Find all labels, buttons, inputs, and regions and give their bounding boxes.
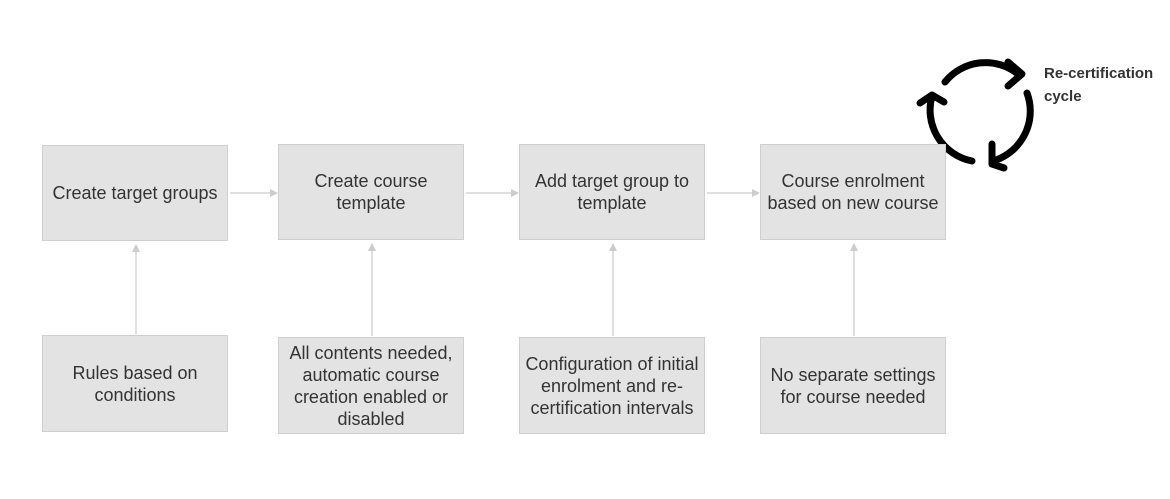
step-course-enrolment: Course enrolment based on new course [760,144,946,240]
step-label: Add target group to template [534,171,690,213]
detail-label: Rules based on conditions [72,362,198,405]
detail-all-contents-needed: All contents needed, automatic course cr… [278,337,464,434]
step-label: Create course template [314,171,428,213]
detail-label: Configuration of initial enrolment and r… [525,353,699,418]
refresh-cycle-icon [916,58,1034,172]
step-label: Course enrolment based on new course [767,171,939,213]
step-label: Create target groups [52,183,218,203]
detail-label: All contents needed, automatic course cr… [289,342,453,429]
recertification-cycle-label: Re-certification cycle [1044,65,1154,105]
detail-no-separate-settings: No separate settings for course needed [760,337,946,434]
step-create-course-template: Create course template [278,144,464,240]
detail-rules-based-on-conditions: Rules based on conditions [42,335,228,432]
step-add-target-group-to-template: Add target group to template [519,144,705,240]
detail-configuration-intervals: Configuration of initial enrolment and r… [519,337,705,434]
step-create-target-groups: Create target groups [42,145,228,241]
detail-label: No separate settings for course needed [770,364,936,407]
